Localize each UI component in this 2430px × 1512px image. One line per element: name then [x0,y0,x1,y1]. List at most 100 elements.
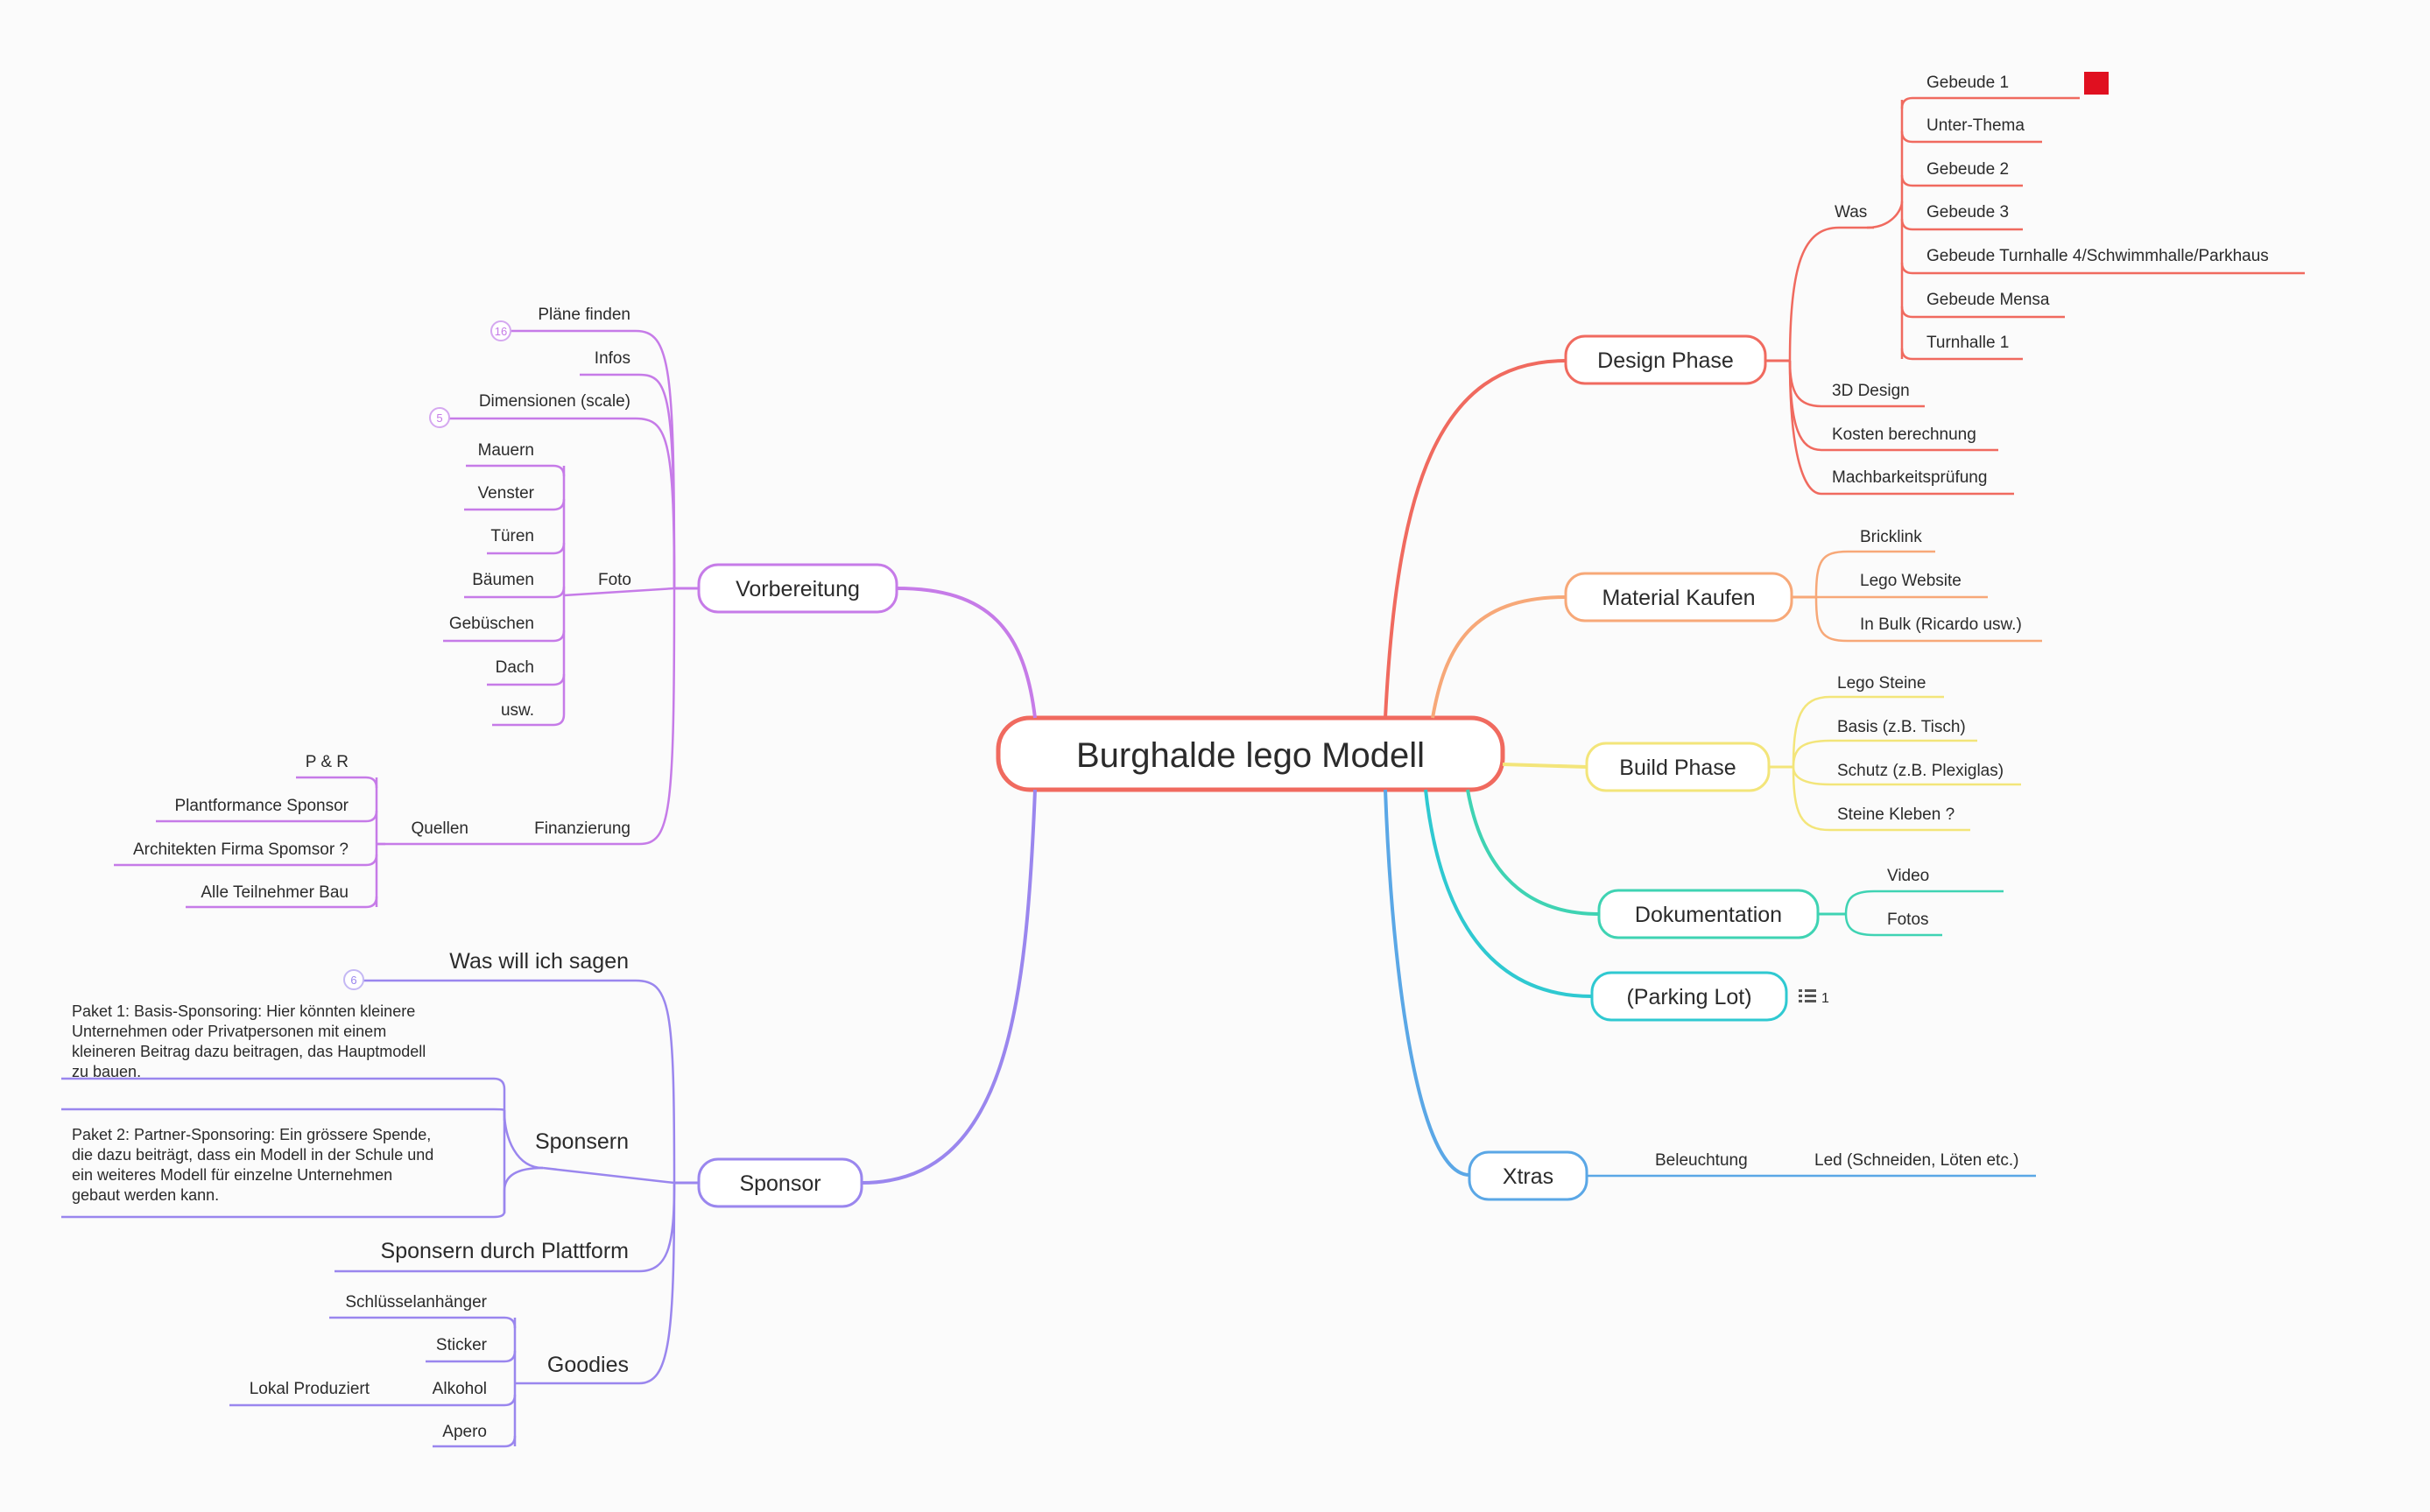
branch-dokumentation: Dokumentation Video Fotos [1466,789,2004,939]
leaf-plaene-finden: Pläne finden [538,306,630,324]
branch-parking-lot: (Parking Lot) 1 [1424,789,1829,1022]
connector-root-xtras [1384,789,1470,1177]
paket-2-note: Paket 2: Partner-Sponsoring: Ein grösser… [72,1126,433,1204]
node-sponsor-label: Sponsor [739,1171,821,1196]
branch-xtras: Xtras Beleuchtung Led (Schneiden, Löten … [1384,789,2036,1201]
node-was-will-ich-sagen: Was will ich sagen [449,949,629,974]
leaf-lego-steine: Lego Steine [1837,674,1926,693]
svg-text:Paket 1: Basis-Sponsoring: Hie: Paket 1: Basis-Sponsoring: Hier könnten … [72,1002,415,1020]
leaf-plantformance-sponsor: Plantformance Sponsor [174,797,349,815]
svg-text:gebaut werden kann.: gebaut werden kann. [72,1186,219,1204]
node-dokumentation-label: Dokumentation [1635,903,1782,927]
leaf-unter-thema: Unter-Thema [1926,116,2025,135]
leaf-gebeude-3: Gebeude 3 [1926,203,2009,222]
leaf-usw: usw. [501,701,534,720]
root-node[interactable] [996,715,1505,792]
leaf-gebeude-2: Gebeude 2 [1926,160,2009,179]
task-count: 1 [1821,991,1829,1006]
node-finanzierung: Finanzierung [534,819,630,838]
paket-1-note: Paket 1: Basis-Sponsoring: Hier könnten … [72,1002,426,1080]
leaf-infos: Infos [595,349,630,368]
branch-vorbereitung: Vorbereitung Pläne finden 16 Infos Dimen… [114,306,1037,909]
connector-root-build [1502,763,1588,769]
leaf-3d-design: 3D Design [1832,382,1910,400]
leaf-lokal-produziert: Lokal Produziert [250,1380,370,1398]
node-design-phase-label: Design Phase [1597,348,1734,373]
leaf-tueren: Türen [490,527,534,545]
badge-5[interactable]: 5 [429,407,450,428]
node-foto: Foto [598,571,631,589]
leaf-gebueschen: Gebüschen [449,615,534,633]
node-goodies: Goodies [547,1353,629,1377]
leaf-sticker: Sticker [436,1336,488,1354]
task-list-icon[interactable] [1799,989,1816,1002]
badge-6[interactable]: 6 [343,969,364,990]
leaf-apero: Apero [442,1423,487,1441]
foto-leaves: Mauern Venster Türen Bäumen Gebüschen Da… [443,441,566,727]
quellen-leaves: P & R Plantformance Sponsor Architekten … [114,753,378,909]
connector-root-design [1384,359,1567,719]
leaf-led: Led (Schneiden, Löten etc.) [1814,1151,2018,1170]
leaf-steine-kleben: Steine Kleben ? [1837,805,1955,824]
leaf-in-bulk: In Bulk (Ricardo usw.) [1860,615,2022,634]
leaf-baeumen: Bäumen [472,571,534,589]
leaf-alle-teilnehmer: Alle Teilnehmer Bau [201,883,349,902]
node-xtras-label: Xtras [1503,1164,1553,1189]
svg-text:16: 16 [495,325,507,338]
node-sponsern: Sponsern [535,1129,629,1154]
connector-design-was [1788,226,1874,362]
node-parking-lot-label: (Parking Lot) [1626,985,1751,1009]
leaf-p-und-r: P & R [306,753,349,771]
connector-root-doku [1466,789,1600,916]
svg-text:6: 6 [350,974,356,987]
root-label: Burghalde lego Modell [1076,736,1425,775]
leaf-video: Video [1887,867,1929,885]
leaf-gebeude-mensa: Gebeude Mensa [1926,291,2050,309]
branch-material-kaufen: Material Kaufen Bricklink Lego Website I… [1431,528,2042,719]
leaf-fotos: Fotos [1887,911,1929,929]
leaf-venster: Venster [478,484,535,503]
connector-root-material [1431,595,1567,719]
svg-text:Unternehmen oder Privatpersone: Unternehmen oder Privatpersonen mit eine… [72,1023,386,1040]
node-quellen: Quellen [412,819,469,838]
connector-root-parking [1424,789,1593,998]
leaf-kosten-berechnung: Kosten berechnung [1832,425,1976,444]
badge-16[interactable]: 16 [490,320,511,341]
svg-text:5: 5 [436,411,442,425]
leaf-gebeude-1: Gebeude 1 [1926,74,2009,92]
leaf-machbarkeitspruefung: Machbarkeitsprüfung [1832,468,1987,487]
leaf-schluesselanhaenger: Schlüsselanhänger [345,1293,487,1312]
svg-text:Paket 2: Partner-Sponsoring: E: Paket 2: Partner-Sponsoring: Ein grösser… [72,1126,431,1143]
leaf-architekten: Architekten Firma Spomsor ? [133,840,349,859]
leaf-bricklink: Bricklink [1860,528,1922,546]
leaf-gebeude-turnhalle-4: Gebeude Turnhalle 4/Schwimmhalle/Parkhau… [1926,247,2269,265]
leaf-schutz: Schutz (z.B. Plexiglas) [1837,762,2004,780]
branch-sponsor: Sponsor Was will ich sagen 6 Sponsern Pa… [61,789,1037,1448]
node-sponsern-plattform: Sponsern durch Plattform [381,1239,629,1263]
leaf-mauern: Mauern [478,441,534,460]
connector-root-sponsor [861,789,1037,1185]
leaf-dimensionen: Dimensionen (scale) [479,392,630,411]
connector-root-vorbereitung [896,587,1037,719]
leaf-lego-website: Lego Website [1860,572,1962,590]
svg-text:ein weiteres Modell für einzel: ein weiteres Modell für einzelne Unterne… [72,1166,392,1184]
svg-text:zu bauen.: zu bauen. [72,1063,141,1080]
svg-text:die dazu beiträgt, dass ein Mo: die dazu beiträgt, dass ein Modell in de… [72,1146,433,1164]
leaf-alkohol: Alkohol [433,1380,487,1398]
connector-was-join [1866,200,1904,229]
leaf-basis: Basis (z.B. Tisch) [1837,718,1966,736]
branch-build-phase: Build Phase Lego Steine Basis (z.B. Tisc… [1502,674,2021,832]
attachment-thumbnail[interactable] [2084,72,2109,95]
node-build-phase-label: Build Phase [1619,756,1736,780]
svg-text:kleineren Beitrag dazu beitrag: kleineren Beitrag dazu beitragen, das Ha… [72,1043,426,1060]
branch-design-phase: Design Phase Was Gebeude 1 Unter-Thema G… [1384,72,2305,719]
goodies-leaves: Schlüsselanhänger Sticker Alkohol Lokal … [229,1293,517,1448]
node-vorbereitung-label: Vorbereitung [736,577,860,601]
node-parking-lot[interactable] [1590,971,1788,1022]
leaf-turnhalle-1: Turnhalle 1 [1926,334,2009,352]
leaf-dach: Dach [496,658,534,677]
node-beleuchtung: Beleuchtung [1655,1151,1748,1170]
was-leaves: Gebeude 1 Unter-Thema Gebeude 2 Gebeude … [1900,72,2305,361]
node-was-label: Was [1835,203,1867,222]
